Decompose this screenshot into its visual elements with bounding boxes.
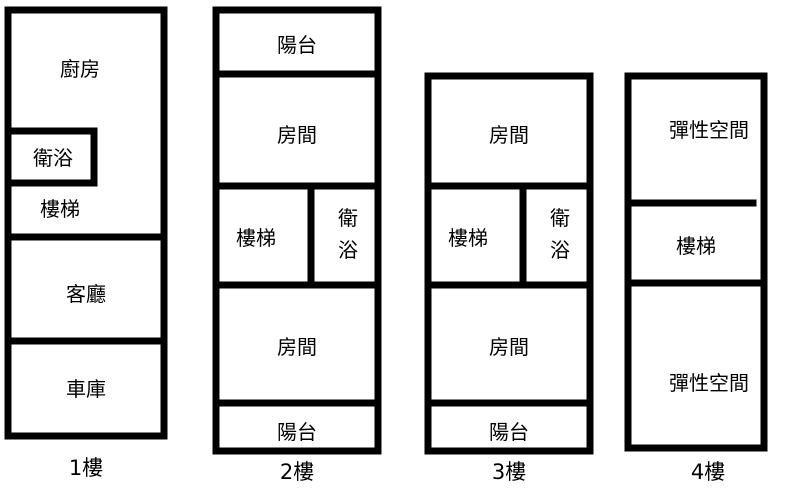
room-balcony-label: 陽台	[277, 33, 317, 57]
room-bedroom-label: 房間	[277, 335, 317, 359]
room-garage-label: 車庫	[66, 377, 106, 401]
floor-2-label: 2樓	[280, 460, 314, 484]
floor-1-label: 1樓	[69, 456, 103, 480]
room-stairs-label: 樓梯	[676, 234, 716, 258]
room-flex-space-label: 彈性空間	[669, 118, 749, 142]
floor-3-outline	[424, 72, 594, 455]
room-balcony-label: 陽台	[277, 420, 317, 444]
room-balcony-label: 陽台	[489, 420, 529, 444]
floor-4-plan: 彈性空間 樓梯 彈性空間 4樓	[624, 72, 768, 484]
room-stairs-label: 樓梯	[448, 226, 488, 250]
floor-2-plan: 陽台 房間 樓梯 衛 浴 房間 陽台 2樓	[212, 6, 382, 484]
room-bedroom-label: 房間	[489, 123, 529, 147]
floor-1-plan: 廚房 衛浴 樓梯 客廳 車庫 1樓	[4, 6, 168, 480]
floor-3-plan: 房間 樓梯 衛 浴 房間 陽台 3樓	[424, 72, 594, 484]
floor-2-outline	[212, 6, 382, 455]
room-kitchen-label: 廚房	[60, 57, 100, 81]
room-living-room-label: 客廳	[66, 282, 106, 306]
room-stairs-label: 樓梯	[236, 226, 276, 250]
room-bathroom-label: 浴	[550, 238, 570, 262]
room-flex-space-label: 彈性空間	[669, 371, 749, 395]
room-bedroom-label: 房間	[277, 123, 317, 147]
room-stairs-label: 樓梯	[40, 197, 80, 221]
floor-1-outline	[4, 6, 168, 440]
floor-3-label: 3樓	[492, 460, 526, 484]
room-bedroom-label: 房間	[489, 335, 529, 359]
room-bathroom-label: 衛浴	[33, 146, 73, 170]
floor-4-outline	[624, 72, 768, 452]
room-bathroom-label: 衛	[550, 206, 570, 230]
floor-4-label: 4樓	[691, 460, 725, 484]
room-bathroom-label: 衛	[338, 206, 358, 230]
floor-1-bathroom-walls	[4, 127, 98, 187]
room-bathroom-label: 浴	[338, 238, 358, 262]
